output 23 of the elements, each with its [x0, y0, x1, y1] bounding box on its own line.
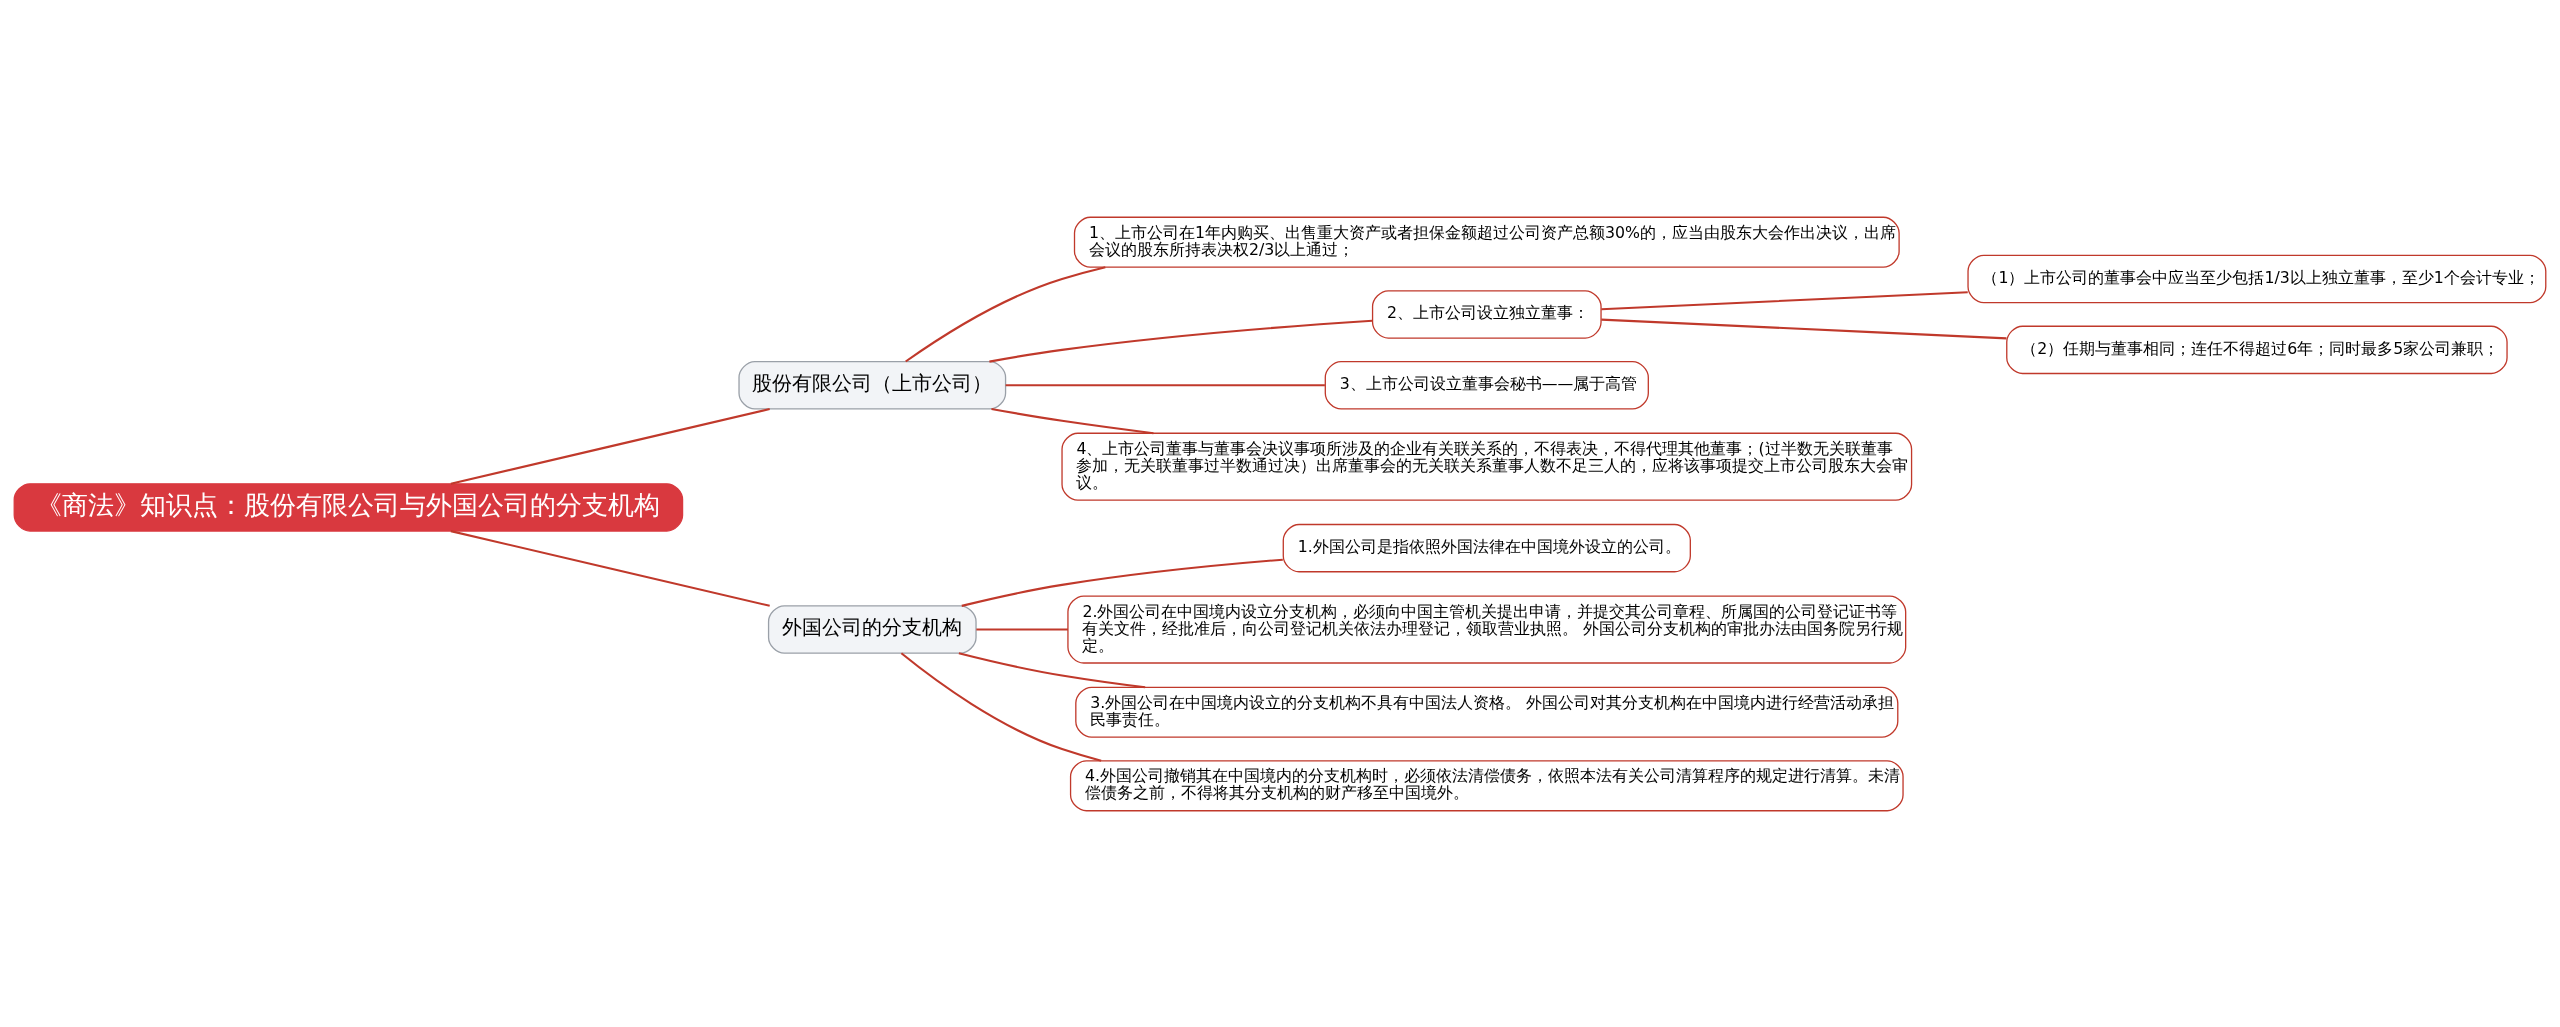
node-box: （2）任期与董事相同；连任不得超过6年；同时最多5家公司兼职；	[2006, 325, 2508, 374]
node-box: 《商法》知识点：股份有限公司与外国公司的分支机构	[13, 482, 684, 532]
connector	[450, 529, 770, 607]
connector	[1005, 383, 1325, 386]
connector	[1601, 318, 2007, 339]
connector	[450, 407, 770, 485]
connector	[991, 407, 1154, 434]
node-box: 2.外国公司在中国境内设立分支机构，必须向中国主管机关提出申请，并提交其公司章程、所属国的公司登记证书等有关文件，经批准后，向公司登记机关依法办理登记，领取营业执照。 外国公司分支机构的审批办法由国务院另行规定。	[1067, 594, 1907, 664]
connector	[989, 319, 1373, 363]
node-box: 3、上市公司设立董事会秘书——属于高管	[1324, 360, 1649, 410]
connector	[961, 558, 1283, 607]
node-box: 4、上市公司董事与董事会决议事项所涉及的企业有关联关系的，不得表决，不得代理其他董事；(过半数无关联董事参加，无关联董事过半数通过决）出席董事会的无关联关系董事人数不足三人的，应将该事项提交上市公司股东大会审议。	[1061, 432, 1913, 501]
node-box: （1）上市公司的董事会中应当至少包括1/3以上独立董事，至少1个会计专业；	[1967, 254, 2547, 303]
node-box: 1.外国公司是指依照外国法律在中国境外设立的公司。	[1282, 523, 1691, 572]
node-box: 外国公司的分支机构	[767, 604, 977, 654]
node-box: 1、上市公司在1年内购买、出售重大资产或者担保金额超过公司资产总额30%的，应当由股东大会作出决议，出席会议的股东所持表决权2/3以上通过；	[1073, 216, 1900, 268]
connector	[976, 628, 1068, 631]
connector	[905, 265, 1106, 362]
node-box: 3.外国公司在中国境内设立的分支机构不具有中国法人资格。 外国公司对其分支机构在中国境内进行经营活动承担民事责任。	[1075, 686, 1899, 738]
node-box: 股份有限公司（上市公司）	[738, 360, 1007, 410]
node-box: 4.外国公司撤销其在中国境内的分支机构时，必须依法清偿债务，依照本法有关公司清算程序的规定进行清算。未清偿债务之前，不得将其分支机构的财产移至中国境外。	[1069, 759, 1904, 811]
node-box: 2、上市公司设立独立董事：	[1371, 289, 1602, 339]
connector	[1601, 290, 1968, 310]
